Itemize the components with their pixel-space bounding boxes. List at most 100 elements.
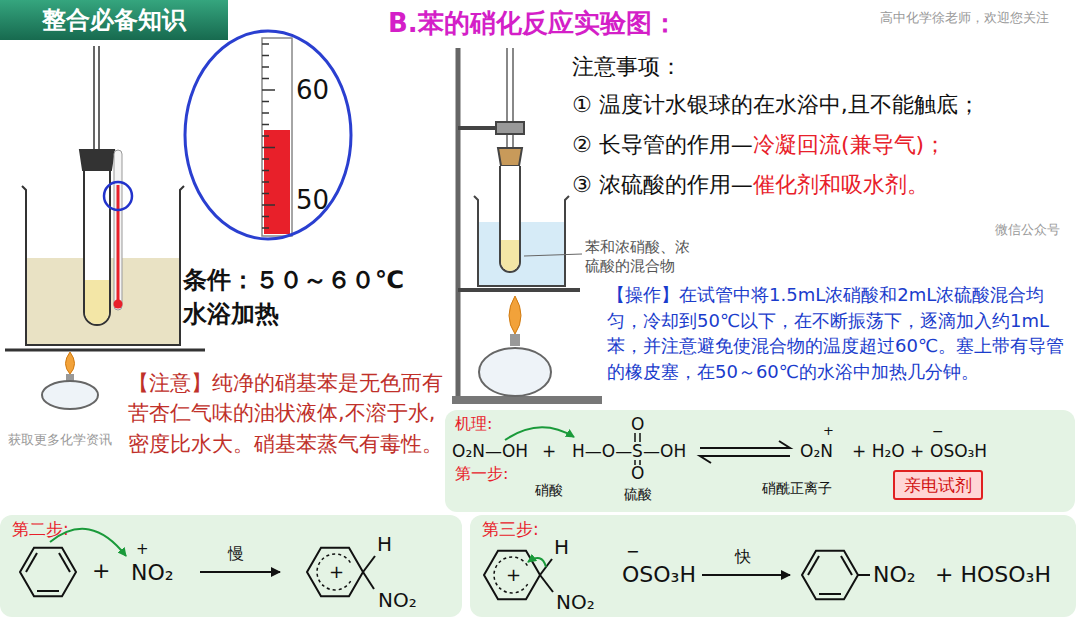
drawing-stroke [117,185,120,300]
drawing-stroke [639,460,641,465]
drawing-stroke [456,48,461,396]
drawing-stroke [262,78,269,80]
drawing-stroke [528,558,546,567]
sigma-complex-ring [307,548,363,596]
reagent-box: 亲电试剂 [893,470,983,500]
node-text: 亲电试剂 [904,475,972,495]
drawing-stroke [262,38,292,236]
drawing-stroke [85,280,109,324]
electron-arrows [50,427,574,567]
page-title: B.苯的硝化反应实验图： [388,8,678,39]
drawing-stroke [479,222,564,285]
drawing-stroke [262,89,275,91]
drawing-stroke [42,381,98,409]
drawing-stroke [458,288,580,292]
drawing-stroke [262,216,269,218]
mechanism-panel: 机理: 第一步: 亲电试剂 [445,410,1075,512]
drawing-stroke [702,574,790,576]
watermark: 高中化学徐老师，欢迎您关注 [880,10,1049,26]
drawing-stroke [363,572,374,589]
drawing-stroke [639,433,641,442]
bonds [363,556,870,592]
node-text: 第二步: [12,519,69,539]
procedure-text: 【操作】在试管中将1.5mL浓硝酸和2mL浓硫酸混合均匀，冷却到50℃以下，在不… [607,282,1069,384]
double-bonds [635,433,640,465]
note-highlight: 冷凝回流(兼导气)； [753,132,946,158]
drawing-stroke [452,396,602,404]
node-text: 整合必备知识 [42,6,186,35]
drawing-stroke [500,166,520,272]
drawing-stroke [262,181,269,183]
drawing-stroke [66,352,75,374]
reaction-arrows [200,441,790,575]
drawing-stroke [634,433,636,442]
drawing-stroke [700,441,790,448]
condition-text: 条件：５０～６０℃ [183,266,404,295]
warning-text: 【注意】纯净的硝基苯是无色而有苦杏仁气味的油状液体,不溶于水,密度比水大。硝基苯… [128,368,446,459]
drawing-stroke [700,456,790,463]
drawing-stroke [262,101,269,103]
drawing-stroke [505,427,574,440]
drawing-stroke [262,44,275,228]
drawing-stroke [262,227,269,229]
drawing-stroke [540,575,553,592]
drawing-stroke [540,559,552,575]
drawing-stroke [114,150,122,310]
drawing-stroke [524,254,582,256]
node-text: 机理: [455,414,492,433]
watermark: 获取更多化学资讯 [8,432,112,448]
drawing-stroke [262,55,269,57]
drawing-stroke [509,296,521,334]
drawing-stroke [501,240,519,271]
drawing-stroke [262,112,269,114]
node-text: 第一步: [455,464,508,483]
drawing-stroke [262,158,269,160]
note-item: ③ 浓硫酸的作用— [572,172,753,198]
zoom-circle: 60 50 [183,29,353,241]
drawing-stroke [98,46,100,150]
drawing-stroke [200,571,280,573]
drawing-stroke [93,46,95,150]
note-heading: 注意事项： [572,54,682,80]
node-text: 60 [296,75,329,106]
drawing-stroke [262,170,269,172]
benzene-ring [802,551,858,599]
drawing-stroke [498,148,522,166]
drawing-stroke [262,193,269,195]
drawing-stroke [474,196,569,286]
drawing-stroke [262,43,269,45]
drawing-stroke [634,460,636,465]
sigma-complex-ring [484,551,540,599]
drawing-stroke [496,122,524,134]
node-text: 50 [296,185,329,216]
thermometer-scale [262,38,292,236]
drawing-stroke [363,556,375,572]
drawing-stroke [5,349,205,352]
drawing-stroke [262,204,275,206]
part-label: 苯和浓硝酸、浓硫酸的混合物 [585,238,697,276]
benzene-ring [20,548,76,596]
drawing-stroke [262,66,269,68]
step-panel: 第三步: [470,515,1076,617]
drawing-stroke [510,334,520,346]
note-item: ① 温度计水银球的在水浴中,且不能触底； [572,92,980,118]
water-bath-apparatus [5,46,205,409]
drawing-stroke [458,126,500,130]
drawing-stroke [50,529,126,556]
drawing-stroke [114,300,123,309]
drawing-stroke [479,348,551,396]
note-highlight: 催化剂和吸水剂。 [753,172,929,198]
note-item: ② 长导管的作用— [572,132,753,158]
condition-text: 水浴加热 [183,300,279,329]
zoom-ellipse [185,31,351,239]
section-banner: 整合必备知识 [0,0,228,40]
watermark: 微信公众号 [995,222,1060,238]
nitration-apparatus [452,48,602,404]
drawing-stroke [858,574,870,576]
drawing-stroke [84,168,110,325]
drawing-stroke [262,135,269,137]
node-text: 第三步: [482,519,539,539]
drawing-stroke [80,150,114,170]
drawing-stroke [262,147,275,149]
step-panel: 第二步: [0,515,462,617]
